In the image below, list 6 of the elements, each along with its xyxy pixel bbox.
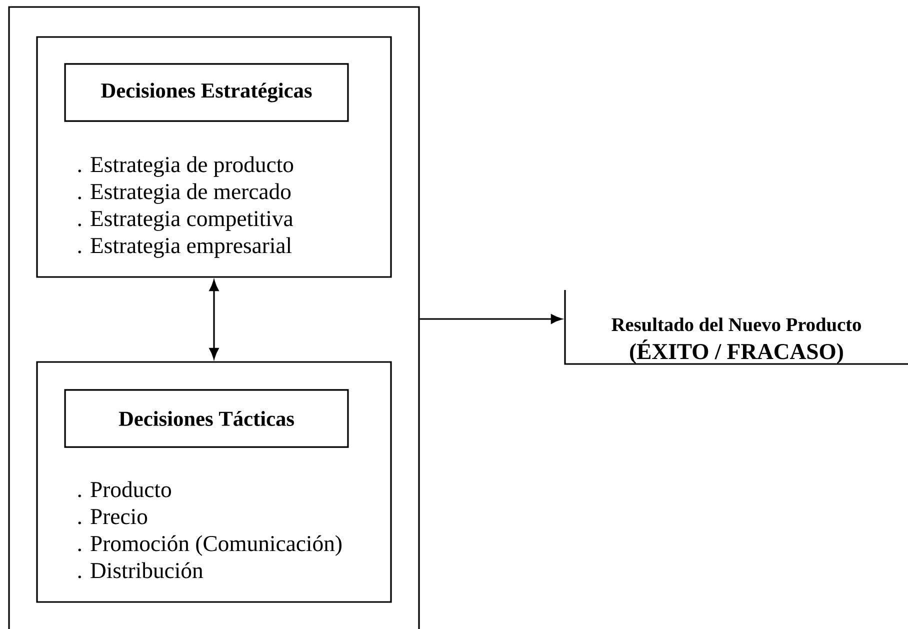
outer-frame <box>8 6 420 629</box>
arrow <box>420 314 562 324</box>
arrow <box>209 280 219 359</box>
heading-box: Decisiones Tácticas <box>64 389 349 448</box>
result-box: Resultado del Nuevo Producto (ÉXITO / FRACASO) <box>564 290 908 365</box>
heading-box: Decisiones Estratégicas <box>64 63 349 122</box>
